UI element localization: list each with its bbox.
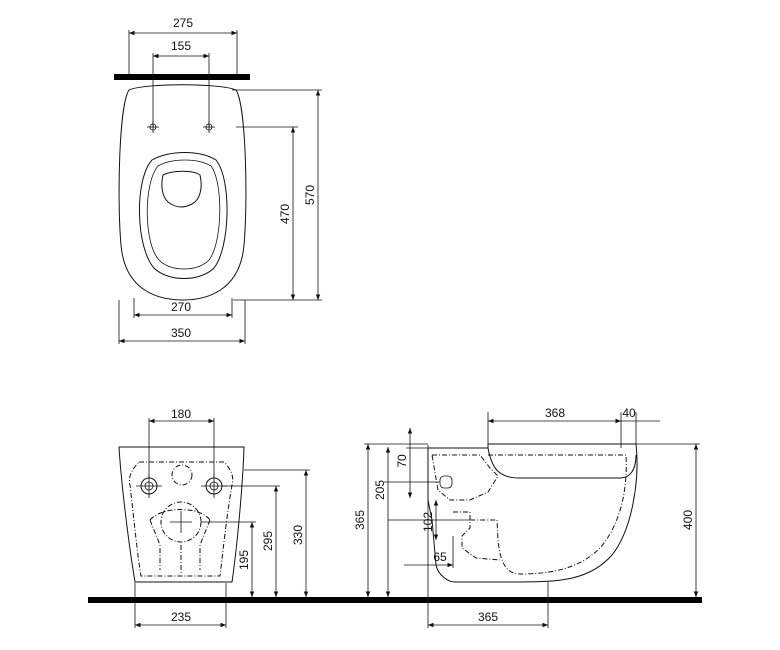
side-view-inlet-slot (439, 475, 453, 489)
top-view-bowl-outline (118, 84, 247, 301)
side-view-channel (431, 454, 499, 501)
front-view-inlet (171, 464, 193, 486)
top-view-wall (114, 74, 250, 80)
top-view-seat-opening (139, 152, 228, 279)
dim-label-205: 205 (373, 480, 387, 500)
dim-label-470: 470 (278, 204, 292, 224)
top-view: 275 155 270 350 470 570 (114, 16, 322, 344)
dim-label-295: 295 (261, 531, 275, 551)
side-view-body-outline (427, 443, 638, 583)
front-view-outlet (160, 501, 202, 575)
front-view-trap-outline (149, 509, 211, 570)
dim-label-368: 368 (545, 406, 565, 420)
side-view-bowl-inner (470, 454, 627, 575)
dim-label-350: 350 (171, 326, 191, 340)
dim-label-102: 102 (421, 512, 435, 532)
top-view-flush-outlet (161, 170, 202, 208)
front-view-inner-outline (128, 461, 234, 577)
dim-label-40: 40 (622, 406, 636, 420)
dim-label-155: 155 (171, 39, 191, 53)
dim-label-235: 235 (171, 610, 191, 624)
dim-label-70: 70 (395, 454, 409, 468)
floor-line (88, 597, 702, 603)
dim-label-195: 195 (237, 550, 251, 570)
side-view-trap (453, 511, 501, 561)
dim-label-570: 570 (303, 185, 317, 205)
side-view: 368 40 400 365 365 205 70 102 65 (353, 406, 700, 628)
dim-label-65: 65 (433, 550, 447, 564)
side-view-rim (487, 447, 637, 479)
front-view-body-outline (118, 446, 245, 583)
dim-label-365-depth: 365 (478, 610, 498, 624)
dim-label-180: 180 (171, 407, 191, 421)
dim-label-400: 400 (681, 510, 695, 530)
dim-label-275: 275 (173, 16, 193, 30)
front-view: 180 235 195 295 330 (118, 407, 310, 628)
dim-label-330: 330 (291, 525, 305, 545)
top-view-seat-inner (146, 159, 221, 270)
dim-label-270: 270 (171, 300, 191, 314)
dim-label-365-height: 365 (353, 510, 367, 530)
